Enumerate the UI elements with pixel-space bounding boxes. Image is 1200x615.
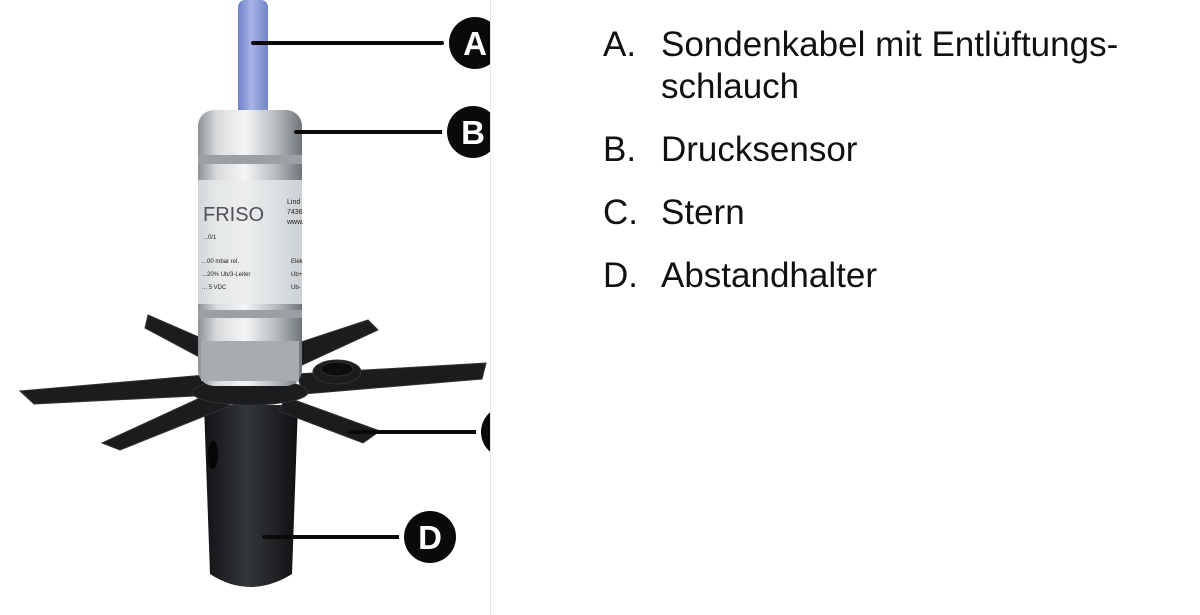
svg-text:A: A [463, 25, 487, 62]
legend-text-d: Abstandhalter [661, 256, 877, 295]
label-line-7: ... 5 VDC [202, 285, 227, 291]
legend-text-a: Sondenkabel mit Entlüftungs-schlauch [661, 25, 1119, 106]
sensor-base [201, 341, 299, 381]
legend-key-c: C. [603, 193, 638, 232]
svg-text:D: D [418, 519, 442, 556]
legend-text-c: Stern [661, 193, 745, 232]
sensor-band [198, 310, 302, 318]
label-line-10: Ub- [291, 285, 301, 291]
callout-a: A [444, 12, 490, 74]
legend-key-a: A. [603, 25, 637, 64]
label-line-8: Elek [291, 259, 304, 265]
callout-b: B [442, 101, 490, 163]
legend-item-b: B. Drucksensor [603, 129, 1191, 171]
label-line-3: www. [286, 219, 304, 226]
probe-cable [238, 0, 268, 122]
label-line-1: Lind [287, 199, 300, 206]
label-line-9: Ub+ [291, 272, 303, 278]
parts-legend: A. Sondenkabel mit Entlüftungs-schlauch … [603, 24, 1191, 318]
legend-item-c: C. Stern [603, 192, 1191, 234]
label-line-4: ...0/1 [203, 235, 217, 241]
legend-key-b: B. [603, 130, 637, 169]
callout-d: D [399, 506, 461, 568]
callout-c: C [476, 406, 490, 458]
label-line-6: ...20% Ub/3-Leiter [202, 272, 250, 278]
sensor-figure: FRISO Lind 7436 www. ...0/1 ...00 mbar r… [18, 0, 490, 587]
svg-text:B: B [461, 114, 485, 151]
sensor-label [198, 180, 302, 304]
sensor-collar [198, 155, 302, 164]
spacer-body [204, 405, 298, 587]
label-brand: FRISO [203, 204, 264, 226]
spacer-hole [208, 441, 218, 469]
legend-text-b: Drucksensor [661, 130, 858, 169]
label-line-5: ...00 mbar rel. [202, 259, 239, 265]
legend-key-d: D. [603, 256, 638, 295]
divider-line [490, 0, 491, 615]
label-line-2: 7436 [287, 209, 303, 216]
legend-item-a: A. Sondenkabel mit Entlüftungs-schlauch [603, 24, 1191, 108]
legend-item-d: D. Abstandhalter [603, 255, 1191, 297]
